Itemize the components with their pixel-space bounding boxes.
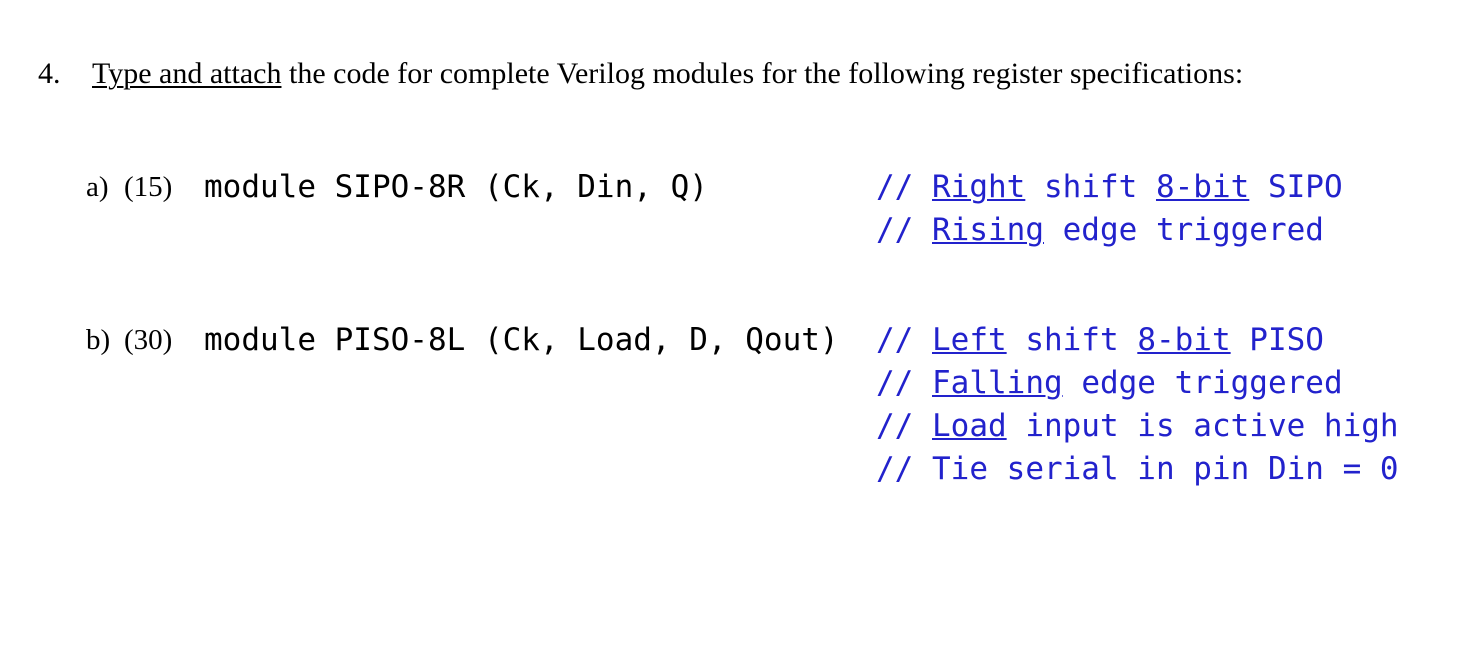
comment-slashes: // bbox=[876, 322, 932, 358]
comment-line: // Left shift 8-bit PISO bbox=[876, 319, 1399, 362]
comment-keyword: 8-bit bbox=[1137, 322, 1231, 358]
comment-slashes: // bbox=[876, 169, 932, 205]
comment-line: // Tie serial in pin Din = 0 bbox=[876, 448, 1399, 491]
module-declaration-a: module SIPO-8R (Ck, Din, Q) bbox=[204, 169, 708, 205]
question-text: Type and attach the code for complete Ve… bbox=[92, 56, 1243, 92]
item-points-b: (30) bbox=[124, 324, 173, 356]
comment-line: // Load input is active high bbox=[876, 405, 1399, 448]
comment-keyword: 8-bit bbox=[1155, 169, 1250, 205]
comment-text: shift bbox=[1006, 322, 1138, 358]
comment-block-a: // Right shift 8-bit SIPO// Rising edge … bbox=[876, 166, 1343, 252]
comment-text: PISO bbox=[1230, 322, 1324, 358]
comment-keyword: Left bbox=[932, 322, 1007, 358]
spec-item-b: b) (30) module PISO-8L (Ck, Load, D, Qou… bbox=[86, 319, 1436, 491]
question-4: 4. Type and attach the code for complete… bbox=[38, 56, 1368, 92]
comment-text: SIPO bbox=[1249, 169, 1343, 205]
comment-text: Tie serial in pin Din = 0 bbox=[932, 451, 1399, 487]
comment-slashes: // bbox=[876, 212, 932, 248]
comment-text: edge triggered bbox=[1062, 365, 1343, 401]
comment-text: shift bbox=[1025, 169, 1156, 205]
comment-keyword: Load bbox=[932, 408, 1007, 444]
item-points-a: (15) bbox=[124, 171, 173, 203]
question-number: 4. bbox=[38, 57, 61, 90]
comment-slashes: // bbox=[876, 451, 932, 487]
question-underlined-phrase: Type and attach bbox=[92, 57, 282, 90]
comment-keyword: Right bbox=[932, 169, 1026, 205]
comment-text: edge triggered bbox=[1043, 212, 1324, 248]
comment-block-b: // Left shift 8-bit PISO// Falling edge … bbox=[876, 319, 1399, 491]
item-letter-a: a) bbox=[86, 171, 109, 203]
comment-line: // Right shift 8-bit SIPO bbox=[876, 166, 1343, 209]
comment-slashes: // bbox=[876, 365, 932, 401]
item-letter-b: b) bbox=[86, 324, 111, 356]
comment-keyword: Rising bbox=[932, 212, 1044, 248]
comment-line: // Falling edge triggered bbox=[876, 362, 1399, 405]
spec-item-a: a) (15) module SIPO-8R (Ck, Din, Q) // R… bbox=[86, 166, 1436, 252]
question-rest-text: the code for complete Verilog modules fo… bbox=[281, 57, 1244, 90]
module-declaration-b: module PISO-8L (Ck, Load, D, Qout) bbox=[204, 322, 839, 358]
comment-keyword: Falling bbox=[932, 365, 1063, 401]
comment-text: input is active high bbox=[1006, 408, 1399, 444]
comment-line: // Rising edge triggered bbox=[876, 209, 1343, 252]
comment-slashes: // bbox=[876, 408, 932, 444]
